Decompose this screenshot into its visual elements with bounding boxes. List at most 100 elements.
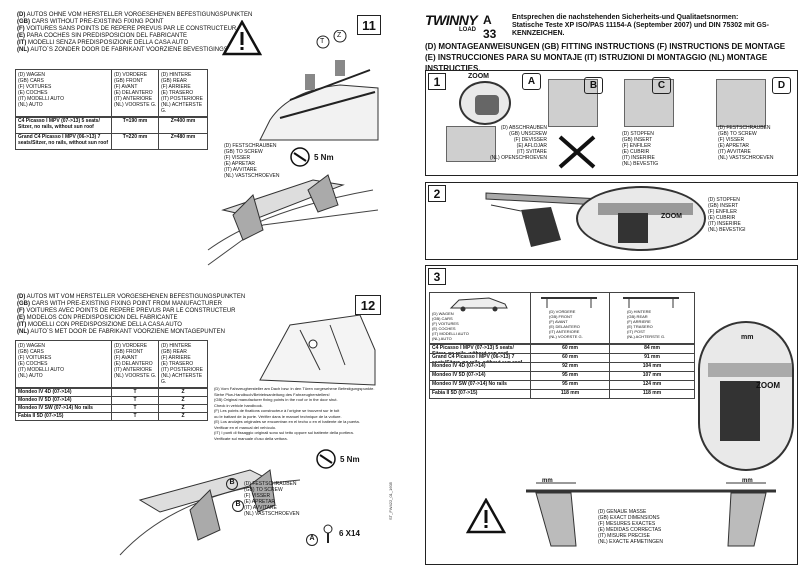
- front-bar-icon: [541, 297, 597, 308]
- table-cell: Grand C4 Picasso I MPV (06->13) 7 seats/…: [15, 133, 112, 150]
- table-header-line: (D) HINTERE: [161, 72, 192, 78]
- zoom-label: ZOOM: [756, 381, 780, 390]
- legend-line: (NL) OPENSCHROEVEN: [490, 155, 547, 161]
- legend-line: (GB) EXACT DIMENSIONS: [598, 515, 660, 521]
- note-line: (D) Vom Fahrzeughersteller am Dach bzw. …: [214, 386, 375, 391]
- note-line: (E) Los anclajes originales se encuentra…: [214, 419, 360, 424]
- panel-d-marker: D: [772, 77, 791, 94]
- legend-line: (F) VISSER: [718, 137, 745, 143]
- legend-line: (D) FESTSCHRAUBEN: [718, 125, 771, 131]
- table-header-line: (D) VORDERE: [114, 343, 148, 349]
- col-cars: (D) WAGEN(GB) CARS(F) VOITURES(E) COCHES…: [18, 72, 64, 108]
- car-roof-illustration: [259, 30, 379, 141]
- table-cell: T=220 mm: [111, 133, 159, 150]
- header-text: CARS WITH PRE-EXISTING FIXING POINT FROM…: [30, 301, 222, 307]
- table-cell: 118 mm: [530, 389, 610, 399]
- legend-line: (E) APRETAR: [244, 499, 276, 505]
- legend-line: (IT) AVVITARE: [718, 149, 751, 155]
- header-line: (D) AUTOS OHNE VOM HERSTELLER VORGESEHEN…: [17, 12, 252, 19]
- legend-line: (D) FESTSCHRAUBEN: [224, 143, 277, 149]
- table-header-line: (GB) REAR: [161, 349, 187, 355]
- header-text: AUTO´S MET DOOR DE FABRIKANT VOORZIENE M…: [29, 329, 225, 335]
- table-header-line: (D) VORDERE: [114, 72, 148, 78]
- header-line: (F) VOITURES AVEC POINTS DE REPERE PREVU…: [17, 308, 245, 315]
- car-door-illustration: [259, 314, 376, 386]
- dimension-table: (D) WAGEN(GB) CARS(F) VOITURES(E) COCHES…: [429, 292, 695, 420]
- header-text: MODELOS CON PREDISPOSICION DEL FABRICANT…: [25, 315, 178, 321]
- cert-line: Statische Teste XP ISO/PAS 11154-A (Sept…: [512, 22, 769, 37]
- legend-line: (D) FESTSCHRAUBEN: [244, 481, 297, 487]
- table-header-line: (GB) FRONT: [114, 78, 144, 84]
- brand-name: TWINNY: [425, 12, 478, 28]
- step-1-panel: 1 ZOOM A (D) ABSCHRAUBEN(GB) UNSCREW(F) …: [425, 70, 798, 176]
- table-header-line: (E) DELANTERO: [114, 361, 153, 367]
- legend-line: (D) ABSCHRAUBEN: [500, 125, 547, 131]
- note-line: ou le battant de la porte. Vérifier dans…: [214, 413, 342, 419]
- table-header-line: (NL) AUTO: [18, 373, 43, 379]
- table-cell: Fabia II 5D (07->15): [15, 412, 112, 421]
- header-line: (IT) MODELLI SENZA PREDISPOSIZIONE DELLA…: [17, 40, 252, 47]
- legend-line: (D) STOPFEN: [622, 131, 654, 137]
- table-header-line: (IT) MODELLI AUTO: [18, 367, 65, 373]
- torque-value: 5 Nm: [340, 455, 360, 464]
- table-cell: 118 mm: [609, 389, 695, 399]
- table-cell: C4 Picasso I MPV (07->13) 5 seats/ Sitze…: [15, 117, 112, 134]
- language-code: (IT): [17, 40, 27, 46]
- col-rear: (D) HINTERE(GB) REAR(F) ARRIERE(E) TRASE…: [161, 343, 208, 385]
- note-line: (IT) I punti di fissaggio originali sono…: [214, 430, 354, 435]
- table-cell: T: [111, 412, 159, 421]
- table-cell: T=190 mm: [111, 117, 159, 134]
- language-code: (GB): [17, 301, 30, 307]
- note-line: Check in vehicle handbook.: [214, 402, 263, 408]
- vehicle-table-12: (D) WAGEN(GB) CARS(F) VOITURES(E) COCHES…: [15, 340, 208, 422]
- fixing-notes: (D) Vom Fahrzeughersteller am Dach bzw. …: [214, 386, 384, 441]
- mm-label: mm: [742, 478, 753, 484]
- table-header-line: (D) HINTERE: [161, 343, 192, 349]
- header-line: (GB) CARS WITHOUT PRE-EXISTING FIXING PO…: [17, 19, 252, 26]
- table-header-line: (IT) ANTERIORE: [114, 367, 153, 373]
- legend-line: (F) VISSER: [224, 155, 251, 161]
- table-header-line: (F) ARRIERE: [627, 319, 651, 324]
- brand-sub: LOAD: [459, 27, 476, 33]
- table-header-line: (NL) VOORSTE G.: [114, 373, 157, 379]
- panel-c-marker: C: [652, 77, 671, 94]
- step-2-panel: 2 ZOOM (D) STOPFEN(GB) INSERT(F) ENFILER…: [425, 182, 798, 260]
- legend-a: (D) ABSCHRAUBEN(GB) UNSCREW(F) DEVISSER(…: [490, 125, 547, 161]
- legend-c: (D) STOPFEN(GB) INSERT(F) ENFILER(E) CUB…: [622, 131, 658, 167]
- step-number-1: 1: [428, 73, 446, 90]
- legend-line: (NL) BEVESTIG: [622, 161, 659, 167]
- note-line: (GB) Original manufacturer fixing points…: [214, 397, 338, 402]
- table-header-line: (NL) ACHTERSTE G.: [627, 334, 666, 339]
- table-header-line: (GB) REAR: [161, 78, 187, 84]
- table-cell: Z=400 mm: [158, 117, 208, 134]
- language-code: (E): [17, 315, 25, 321]
- torque-value: 5 Nm: [314, 153, 334, 162]
- legend-line: (NL) VASTSCHROEVEN: [244, 511, 300, 517]
- table-header-line: (GB) CARS: [432, 316, 453, 321]
- panel-b-marker: B: [584, 77, 603, 94]
- warning-icon: [466, 498, 506, 534]
- zoom-detail-2: [576, 186, 706, 251]
- legend-line: (IT) INSERIRE: [622, 155, 655, 161]
- torque-icon: [290, 147, 310, 167]
- foot-image-a: [446, 126, 496, 162]
- header-line: (D) AUTOS MIT VOM HERSTELLER VORGESEHENE…: [17, 294, 245, 301]
- legend-line: (E) AFLOJAR: [516, 143, 547, 149]
- legend-line: (GB) TO SCREW: [244, 487, 283, 493]
- legend-line: (NL) VASTSCHROEVEN: [718, 155, 774, 161]
- language-code: (E): [17, 33, 25, 39]
- cert-line: Entsprechen die nachstehenden Sicherheit…: [512, 14, 739, 21]
- header-text: AUTOS OHNE VOM HERSTELLER VORGESEHENEN B…: [25, 12, 253, 18]
- model-name: A 33: [483, 13, 497, 41]
- legend-line: (GB) INSERT: [622, 137, 653, 143]
- header-line: (E) PARA COCHES SIN PREDISPOSICION DEL F…: [17, 33, 252, 40]
- col-front: (D) VORDERE(GB) FRONT(F) AVANT(E) DELANT…: [549, 309, 583, 339]
- roof-bar-illustration: [207, 174, 379, 266]
- bar-foot-illustration: [485, 192, 602, 247]
- language-code: (IT): [17, 322, 27, 328]
- legend-line: (D) STOPFEN: [708, 197, 740, 203]
- language-code: (NL): [17, 329, 29, 335]
- language-code: (D): [17, 12, 26, 18]
- table-header-line: (IT) MODELLI AUTO: [432, 331, 469, 336]
- table-header-line: (IT) ANTERIORE: [549, 329, 580, 334]
